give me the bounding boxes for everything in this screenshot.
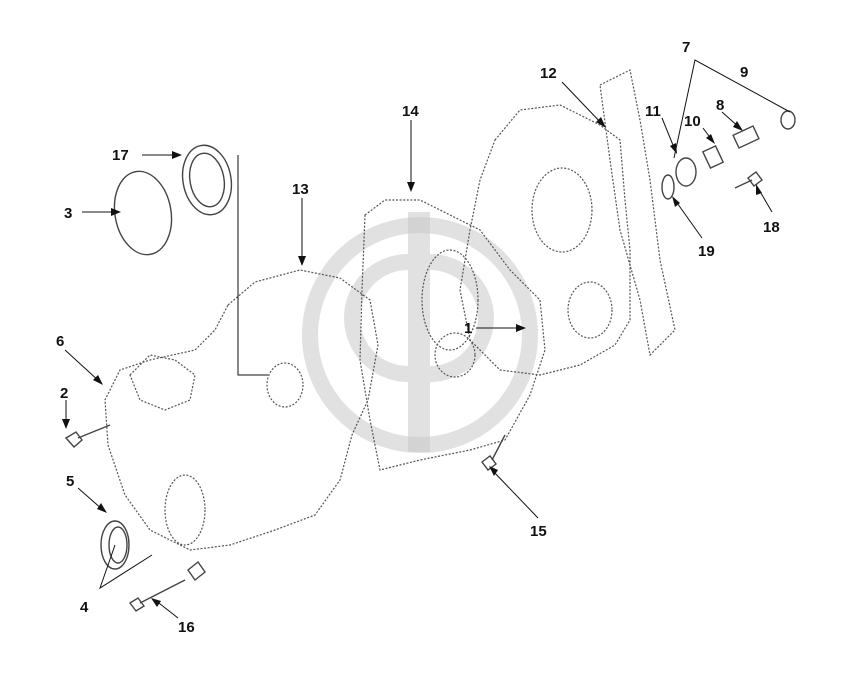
housing-back-plate: [459, 104, 631, 376]
spacer-part-10: [701, 144, 725, 170]
bolt-part-2: [64, 424, 111, 448]
callout-17: 17: [112, 147, 129, 164]
callout-13: 13: [292, 181, 309, 198]
callout-14: 14: [402, 103, 419, 120]
housing-bore-lower: [567, 281, 613, 339]
gear-housing-bore: [421, 249, 479, 351]
callout-7: 7: [682, 39, 690, 56]
bolt-part-15: [481, 434, 506, 471]
housing-bore-upper: [531, 167, 593, 253]
callout-12: 12: [540, 65, 557, 82]
callout-15: 15: [530, 523, 547, 540]
callout-9: 9: [740, 64, 748, 81]
callout-1: 1: [464, 320, 472, 337]
crank-oil-seal-inner: [108, 526, 128, 564]
cover-plate: [113, 170, 173, 256]
gasket-ring-part-19: [661, 174, 675, 200]
seal-ring-inner: [188, 152, 226, 208]
cap-part-9: [780, 110, 796, 130]
gear-logo-watermark-icon: [302, 212, 538, 453]
bolt-part-16: [128, 560, 206, 612]
callout-4: 4: [80, 599, 89, 616]
callout-8: 8: [716, 97, 724, 114]
leader-arrowheads: [62, 117, 762, 607]
bolt-part-18: [734, 171, 763, 189]
callout-18: 18: [763, 219, 780, 236]
callout-16: 16: [178, 619, 195, 636]
callout-2: 2: [60, 385, 68, 402]
front-cover-inspection-plate: [129, 354, 196, 411]
gear-housing: [359, 199, 546, 471]
leader-lines: [64, 59, 791, 619]
front-cover-seal-bore: [266, 362, 304, 408]
callout-5: 5: [66, 473, 74, 490]
gear-housing-hub: [434, 332, 476, 378]
callout-11: 11: [645, 103, 661, 120]
callout-19: 19: [698, 243, 715, 260]
callout-labels: 1 2 3 4 5 6 7 8 9 10 11 12 13 14 15 16 1…: [56, 39, 780, 636]
fitting-part-8: [732, 125, 760, 149]
callout-10: 10: [684, 113, 701, 130]
front-cover-crank-bore: [164, 474, 206, 546]
flange-part-11: [675, 157, 697, 187]
callout-3: 3: [64, 205, 72, 222]
crank-oil-seal: [100, 520, 130, 570]
seal-ring-outer: [181, 144, 233, 216]
housing-back-plate-flange: [599, 69, 676, 357]
callout-6: 6: [56, 333, 64, 350]
front-gear-cover: [104, 269, 379, 551]
